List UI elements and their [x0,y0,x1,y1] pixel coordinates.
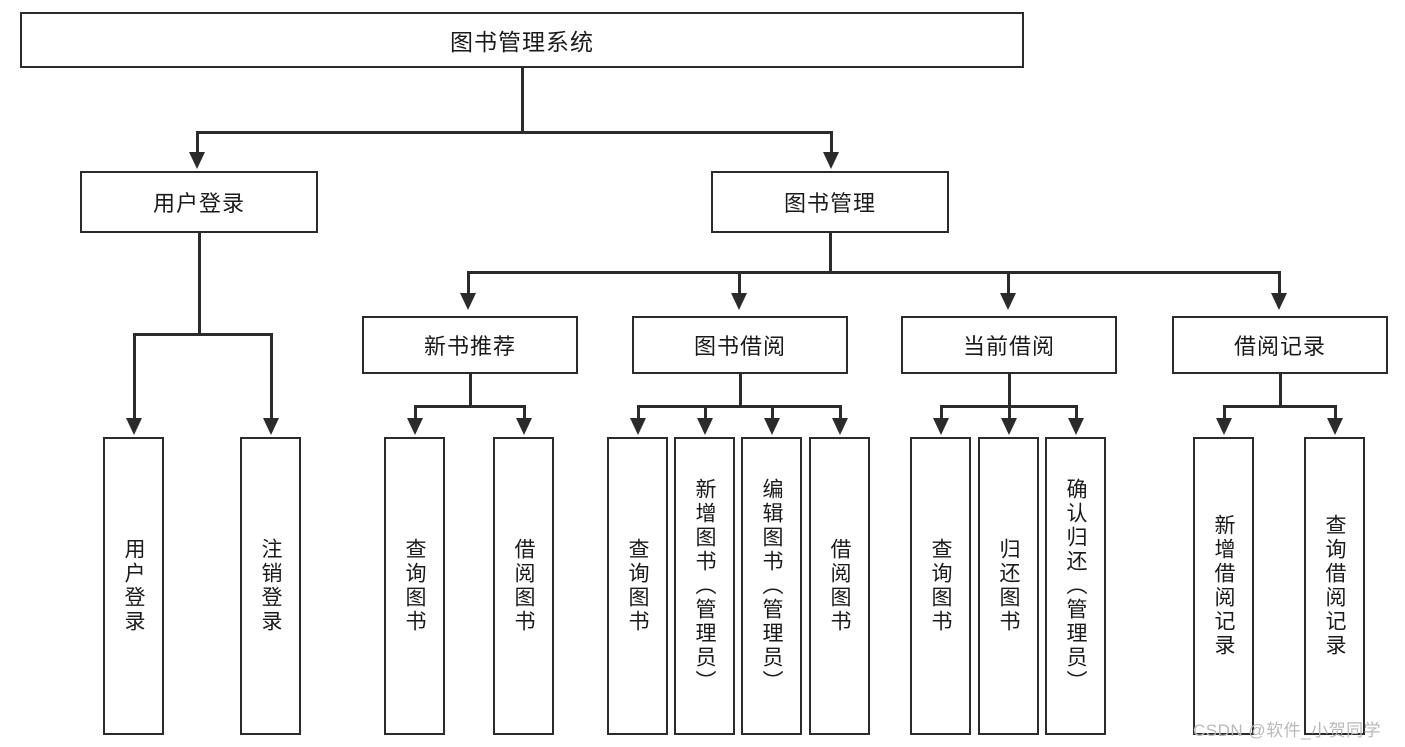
connector-nbr-drop-1 [414,405,417,419]
connector-bb-bus [638,405,842,408]
node-label: 确认归还（管理员） [1064,478,1087,694]
connector-nbr-bus [415,405,525,408]
arrowhead-nbr-leaf-2 [516,418,532,435]
arrowhead-book-mgmt [823,152,839,169]
node-label: 查询图书 [626,538,649,634]
node-label: 用户登录 [152,191,245,216]
arrowhead-cb-leaf-3 [1068,418,1084,435]
node-book-management[interactable]: 图书管理 [711,171,949,233]
node-current-borrow[interactable]: 当前借阅 [901,316,1117,374]
connector-user-login-drop-1 [133,333,136,419]
leaf-cb-confirm-return-admin[interactable]: 确认归还（管理员） [1045,437,1106,735]
connector-root-to-user-login [196,131,199,153]
node-label: 当前借阅 [962,334,1055,359]
connector-bb-drop-2 [704,405,707,419]
node-label: 图书借阅 [693,334,786,359]
arrowhead-new-book-recommend [460,293,476,310]
connector-bb-stem [739,374,742,406]
connector-bb-drop-3 [771,405,774,419]
arrowhead-leaf-user-login [126,418,142,435]
connector-cb-drop-3 [1075,405,1078,419]
leaf-nbr-borrow-book[interactable]: 借阅图书 [493,437,554,735]
node-label: 新增借阅记录 [1212,514,1235,658]
leaf-cb-query-book[interactable]: 查询图书 [910,437,971,735]
arrowhead-cb-leaf-2 [1001,418,1017,435]
leaf-bb-add-book-admin[interactable]: 新增图书（管理员） [674,437,735,735]
node-user-login[interactable]: 用户登录 [80,171,318,233]
leaf-br-query-record[interactable]: 查询借阅记录 [1304,437,1365,735]
connector-bm-drop-4 [1278,271,1281,294]
connector-cb-drop-2 [1008,405,1011,419]
node-label: 新增图书（管理员） [693,478,716,694]
arrowhead-cb-leaf-1 [933,418,949,435]
arrowhead-book-borrow [731,293,747,310]
connector-br-drop-2 [1334,405,1337,419]
node-borrow-record[interactable]: 借阅记录 [1172,316,1388,374]
arrowhead-leaf-logout [263,418,279,435]
connector-book-mgmt-stem [829,233,832,273]
connector-user-login-bus [134,333,272,336]
leaf-bb-query-book[interactable]: 查询图书 [607,437,668,735]
connector-nbr-stem [469,374,472,406]
arrowhead-br-leaf-2 [1327,418,1343,435]
connector-root-to-book-mgmt [830,131,833,153]
node-label: 归还图书 [997,538,1020,634]
arrowhead-current-borrow [1000,293,1016,310]
node-root-system[interactable]: 图书管理系统 [20,12,1024,68]
arrowhead-bb-leaf-4 [832,418,848,435]
arrowhead-user-login [189,152,205,169]
node-book-borrow[interactable]: 图书借阅 [632,316,848,374]
arrowhead-br-leaf-1 [1216,418,1232,435]
arrowhead-bb-leaf-1 [630,418,646,435]
leaf-cb-return-book[interactable]: 归还图书 [978,437,1039,735]
connector-book-mgmt-bus [468,271,1280,274]
connector-bm-drop-1 [467,271,470,294]
connector-br-stem [1279,374,1282,406]
node-label: 用户登录 [122,538,145,634]
connector-nbr-drop-2 [523,405,526,419]
connector-br-drop-1 [1223,405,1226,419]
leaf-br-add-record[interactable]: 新增借阅记录 [1193,437,1254,735]
leaf-user-login[interactable]: 用户登录 [103,437,164,735]
arrowhead-borrow-record [1271,293,1287,310]
leaf-bb-borrow-book[interactable]: 借阅图书 [809,437,870,735]
leaf-logout[interactable]: 注销登录 [240,437,301,735]
arrowhead-bb-leaf-2 [697,418,713,435]
node-label: 编辑图书（管理员） [760,478,783,694]
node-label: 借阅记录 [1233,334,1326,359]
node-new-book-recommend[interactable]: 新书推荐 [362,316,578,374]
connector-user-login-stem [198,233,201,334]
node-label: 注销登录 [259,538,282,634]
connector-cb-stem [1008,374,1011,406]
node-label: 新书推荐 [423,334,516,359]
node-label: 查询图书 [403,538,426,634]
connector-user-login-drop-2 [270,333,273,419]
leaf-nbr-query-book[interactable]: 查询图书 [384,437,445,735]
watermark-text: CSDN @软件_小贺同学 [1193,721,1382,740]
connector-bm-drop-3 [1007,271,1010,294]
node-label: 查询图书 [929,538,952,634]
connector-bb-drop-4 [839,405,842,419]
connector-cb-drop-1 [940,405,943,419]
connector-root-stem [521,68,524,132]
leaf-bb-edit-book-admin[interactable]: 编辑图书（管理员） [741,437,802,735]
arrowhead-nbr-leaf-1 [407,418,423,435]
connector-bm-drop-2 [738,271,741,294]
connector-br-bus [1224,405,1336,408]
arrowhead-bb-leaf-3 [764,418,780,435]
node-label: 查询借阅记录 [1323,514,1346,658]
node-label: 借阅图书 [512,538,535,634]
connector-root-bus [197,131,833,134]
node-label: 图书管理系统 [450,29,594,55]
node-label: 借阅图书 [828,538,851,634]
node-label: 图书管理 [783,191,876,216]
connector-bb-drop-1 [637,405,640,419]
